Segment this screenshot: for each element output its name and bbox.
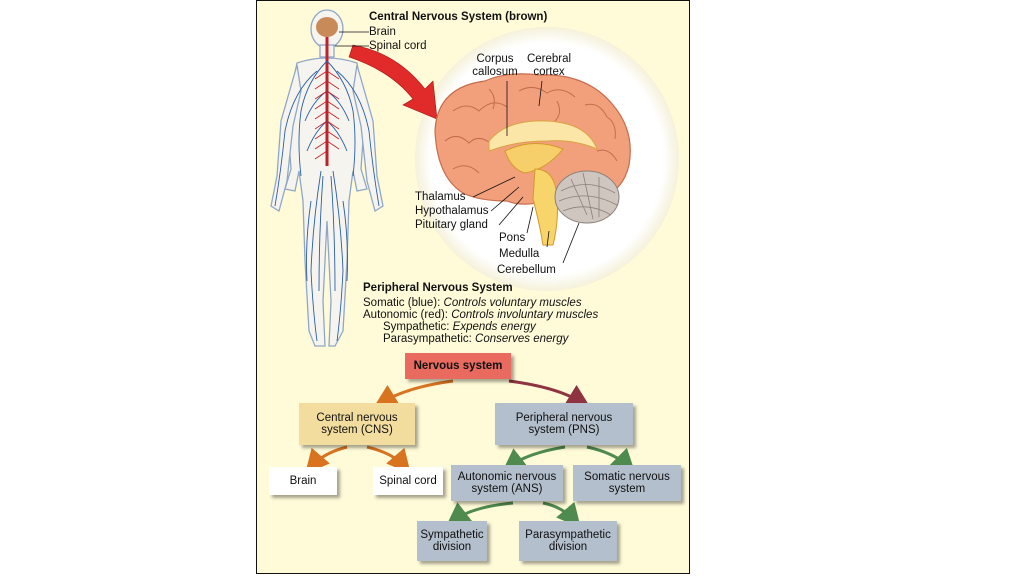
label-brain: Brain [369,26,396,38]
box-spinal-cord: Spinal cord [373,467,443,495]
box-sympathetic: Sympathetic division [417,521,487,561]
box-parasympathetic-line2: division [548,541,588,553]
box-ans-line1: Autonomic nervous [457,471,557,483]
box-sympathetic-line1: Sympathetic [420,529,484,541]
box-sympathetic-line2: division [432,541,472,553]
label-pituitary-gland: Pituitary gland [415,219,488,231]
box-somatic-line2: system [608,483,646,495]
box-somatic-line1: Somatic nervous [584,471,670,483]
box-cns-line1: Central nervous [316,412,398,424]
pns-parasympathetic-line: Parasympathetic: Conserves energy [383,333,568,346]
box-pns: Peripheral nervous system (PNS) [495,403,633,445]
pns-parasympathetic-prefix: Parasympathetic: [383,333,476,345]
illustration-layer [270,9,679,528]
box-cns: Central nervous system (CNS) [299,403,415,445]
label-cerebellum: Cerebellum [497,264,556,276]
flowchart-arrows [305,379,636,528]
label-cerebral-cortex: Cerebral cortex [526,53,572,78]
autonomic-nerves [314,70,340,160]
label-spinal-cord: Spinal cord [369,40,427,52]
label-medulla: Medulla [499,248,540,260]
pns-autonomic-desc: Controls involuntary muscles [451,309,599,321]
label-hypothalamus: Hypothalamus [415,205,489,217]
brain-illustration [434,73,631,246]
pns-autonomic-prefix: Autonomic (red): [363,309,452,321]
pns-somatic-desc: Controls voluntary muscles [443,297,582,309]
diagram-panel: Central Nervous System (brown) Brain Spi… [256,0,690,574]
body-arms [270,64,384,213]
box-ans-line2: system (ANS) [471,483,543,495]
pns-somatic-prefix: Somatic (blue): [363,297,444,309]
label-corpus-callosum: Corpus callosum [472,53,518,78]
pns-parasympathetic-desc: Conserves energy [475,333,569,345]
pns-heading: Peripheral Nervous System [363,282,513,294]
leader-lines [335,31,580,264]
pns-sympathetic-desc: Expends energy [452,321,536,333]
figure-brain [316,17,338,37]
cns-heading: Central Nervous System (brown) [369,11,548,23]
box-parasympathetic-line1: Parasympathetic [525,529,611,541]
box-ans: Autonomic nervous system (ANS) [451,465,563,501]
box-cns-line2: system (CNS) [321,424,393,436]
label-pons: Pons [499,232,526,244]
box-brain: Brain [269,467,337,495]
label-thalamus: Thalamus [415,191,466,203]
pns-sympathetic-prefix: Sympathetic: [383,321,453,333]
box-pns-line1: Peripheral nervous [515,412,613,424]
box-nervous-system: Nervous system [405,353,511,379]
box-parasympathetic: Parasympathetic division [519,521,617,561]
box-pns-line2: system (PNS) [528,424,600,436]
pns-autonomic-line: Autonomic (red): Controls involuntary mu… [363,309,598,322]
pns-somatic-line: Somatic (blue): Controls voluntary muscl… [363,297,582,310]
box-somatic: Somatic nervous system [573,465,681,501]
pns-sympathetic-line: Sympathetic: Expends energy [383,321,536,334]
